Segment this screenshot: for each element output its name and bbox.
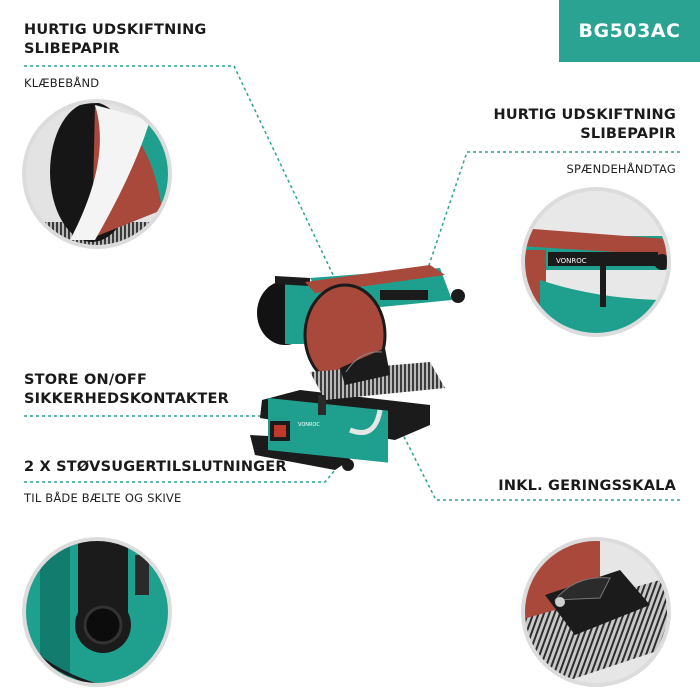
feature-title-line: SIKKERHEDSKONTAKTER — [24, 391, 229, 407]
svg-text:VONROC: VONROC — [298, 422, 320, 428]
feature-title-disc: HURTIG UDSKIFTNING SLIBEPAPIR — [24, 21, 207, 59]
feature-title-line: HURTIG UDSKIFTNING — [493, 107, 676, 123]
feature-title-miter: INKL. GERINGSSKALA — [498, 478, 676, 494]
feature-title-line: SLIBEPAPIR — [24, 41, 120, 57]
disc-adhesive-closeup-icon — [22, 99, 172, 249]
dust-port-closeup-icon — [22, 537, 172, 687]
belt-tension-lever-closeup-icon: VONROC — [521, 187, 671, 337]
belt-disc-sander-icon: VONROC — [250, 265, 465, 471]
feature-title-belt: HURTIG UDSKIFTNING SLIBEPAPIR — [493, 106, 676, 144]
feature-subtitle-disc: KLÆBEBÅND — [24, 76, 100, 90]
brand-label: VONROC — [556, 257, 587, 265]
feature-subtitle-belt: SPÆNDEHÅNDTAG — [566, 162, 676, 176]
feature-title-line: STORE ON/OFF — [24, 372, 148, 388]
feature-title-line: HURTIG UDSKIFTNING — [24, 22, 207, 38]
feature-subtitle-dust: TIL BÅDE BÆLTE OG SKIVE — [24, 491, 182, 505]
feature-title-switch: STORE ON/OFF SIKKERHEDSKONTAKTER — [24, 371, 229, 409]
feature-title-line: SLIBEPAPIR — [580, 126, 676, 142]
callout-lines — [24, 65, 680, 501]
feature-title-dust: 2 X STØVSUGERTILSLUTNINGER — [24, 459, 287, 475]
model-badge: BG503AC — [559, 0, 700, 62]
miter-gauge-closeup-icon — [521, 537, 671, 687]
